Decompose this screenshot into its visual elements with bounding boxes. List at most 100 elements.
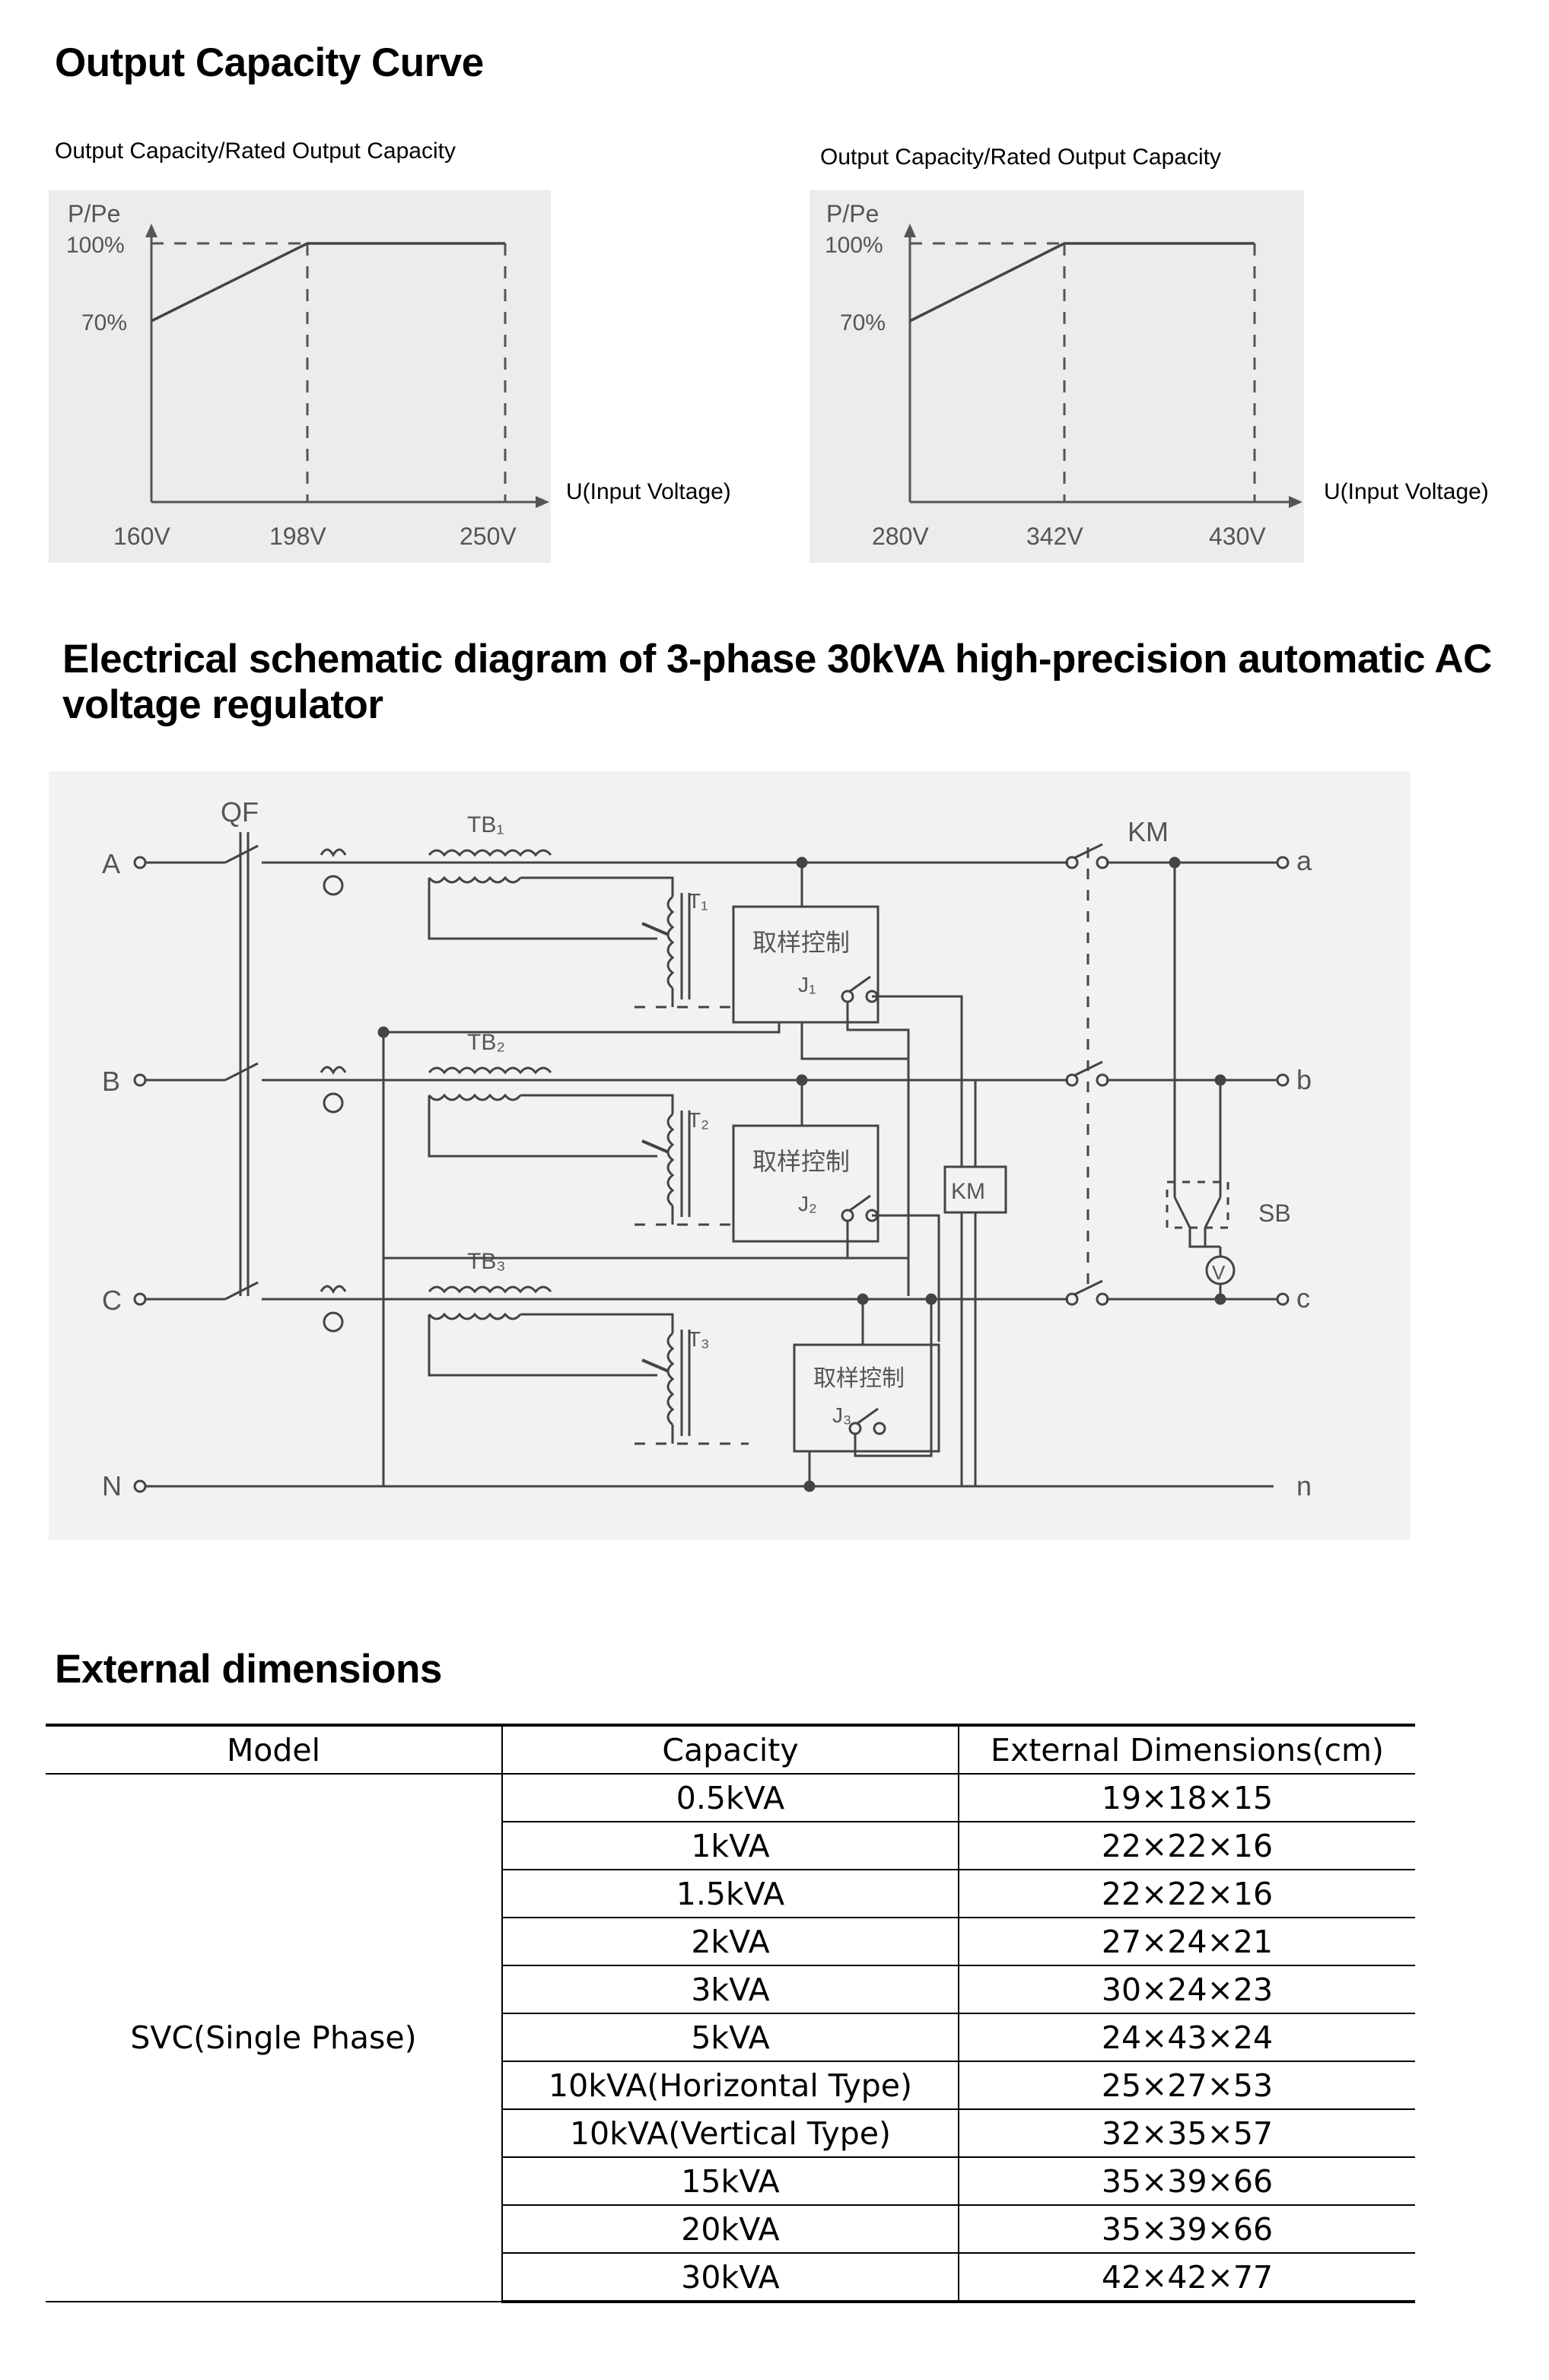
x-tick-label: 198V: [269, 523, 326, 550]
current-transformers: [320, 848, 347, 1333]
output-label-c: c: [1296, 1282, 1310, 1314]
output-label-b: b: [1296, 1064, 1312, 1095]
dimensions-cell: 30×24×23: [958, 1965, 1415, 2014]
dimensions-cell: 25×27×53: [958, 2061, 1415, 2110]
dimensions-cell: 19×18×15: [958, 1773, 1415, 1822]
relay-contacts: [841, 975, 886, 1435]
y-axis-label: P/Pe: [68, 200, 120, 227]
qf-breaker: [224, 832, 259, 1301]
tb2-label: TB₂: [467, 1030, 505, 1055]
external-dimensions-title: External dimensions: [55, 1647, 442, 1692]
input-label-b: B: [102, 1066, 120, 1097]
x-axis-arrow: [1289, 496, 1302, 508]
capacity-cell: 1.5kVA: [502, 1869, 959, 1918]
qf-label: QF: [221, 796, 259, 828]
km-switch-label: KM: [1128, 816, 1169, 847]
capacity-cell: 3kVA: [502, 1965, 959, 2014]
header-dimensions: External Dimensions(cm): [958, 1724, 1415, 1775]
y-axis-arrow: [145, 224, 157, 237]
t2-label: T₂: [688, 1108, 709, 1132]
y-tick-label: 70%: [840, 310, 886, 335]
control-box-1-label: 取样控制: [752, 929, 850, 956]
j3-label: J₃: [832, 1403, 851, 1427]
capacity-cell: 5kVA: [502, 2013, 959, 2062]
dimensions-cell: 22×22×16: [958, 1869, 1415, 1918]
x-tick-label: 280V: [872, 523, 929, 550]
schematic-svg: A B C N a b c n QF KM TB₁ TB₂ TB₃ T₁ T₂ …: [102, 796, 1312, 1501]
capacity-line: [151, 242, 505, 323]
header-model: Model: [46, 1724, 503, 1775]
dimensions-cell: 22×22×16: [958, 1821, 1415, 1870]
dimensions-cell: 24×43×24: [958, 2013, 1415, 2062]
output-capacity-title: Output Capacity Curve: [55, 40, 484, 85]
x-tick-label: 250V: [460, 523, 517, 550]
x-tick-label: 160V: [113, 523, 170, 550]
table-row: 10kVA(Horizontal Type)25×27×53: [46, 2061, 1415, 2110]
x-axis-arrow: [536, 496, 549, 508]
voltmeter-label: V: [1212, 1261, 1226, 1284]
y-axis-label: P/Pe: [826, 200, 879, 227]
capacity-cell: 10kVA(Horizontal Type): [502, 2061, 959, 2110]
dimensions-cell: 42×42×77: [958, 2252, 1415, 2303]
capacity-cell: 1kVA: [502, 1821, 959, 1870]
x-tick-label: 430V: [1209, 523, 1266, 550]
capacity-cell: 15kVA: [502, 2156, 959, 2206]
input-label-a: A: [102, 848, 120, 879]
j2-label: J₂: [798, 1192, 817, 1215]
chart1-caption: Output Capacity/Rated Output Capacity: [55, 138, 456, 164]
tb3-label: TB₃: [467, 1249, 506, 1274]
input-label-n: N: [102, 1470, 122, 1501]
input-label-c: C: [102, 1285, 122, 1316]
km-coil-label: KM: [951, 1179, 985, 1204]
model-cell: SVC(Single Phase): [46, 1773, 503, 2302]
sb-label: SB: [1258, 1200, 1291, 1227]
phase-lines: [133, 856, 1290, 1493]
capacity-line: [909, 242, 1255, 323]
y-axis-arrow: [904, 224, 916, 237]
output-label-n: n: [1296, 1470, 1312, 1501]
dimensions-table: Model Capacity External Dimensions(cm) S…: [46, 1724, 1415, 2303]
capacity-cell: 0.5kVA: [501, 1773, 959, 1822]
t3-label: T₃: [688, 1327, 710, 1351]
table-row: 10kVA(Vertical Type)32×35×57: [46, 2108, 1415, 2158]
y-tick-label: 100%: [66, 233, 125, 258]
control-box-2-label: 取样控制: [752, 1148, 850, 1175]
capacity-cell: 2kVA: [502, 1917, 959, 1966]
dimensions-cell: 32×35×57: [958, 2108, 1415, 2158]
y-tick-label: 100%: [825, 233, 883, 258]
schematic-title-line1: Electrical schematic diagram of 3-phase …: [62, 637, 1492, 682]
chart2-caption: Output Capacity/Rated Output Capacity: [820, 145, 1221, 170]
chart1-x-axis-label: U(Input Voltage): [566, 479, 731, 504]
t-transformers: [635, 893, 749, 1445]
dimensions-cell: 35×39×66: [958, 2204, 1415, 2254]
tb1-label: TB₁: [467, 812, 504, 837]
schematic-diagram: A B C N a b c n QF KM TB₁ TB₂ TB₃ T₁ T₂ …: [49, 771, 1411, 1540]
capacity-cell: 30kVA: [502, 2252, 959, 2303]
j1-label: J₁: [798, 973, 816, 996]
km-contacts: [1065, 843, 1109, 1306]
dimensions-cell: 27×24×21: [958, 1917, 1415, 1966]
table-header-row: Model Capacity External Dimensions(cm): [46, 1724, 1415, 1775]
tb-windings: [428, 849, 674, 1377]
t1-label: T₁: [688, 889, 708, 913]
chart2-x-axis-label: U(Input Voltage): [1324, 479, 1489, 504]
km-coil: [943, 1165, 1007, 1214]
control-box-3-label: 取样控制: [813, 1366, 905, 1391]
control-wiring: [377, 856, 963, 1492]
sb-selector: V: [1166, 856, 1236, 1305]
output-label-a: a: [1296, 845, 1312, 876]
capacity-cell: 20kVA: [502, 2204, 959, 2254]
dimensions-cell: 35×39×66: [958, 2156, 1415, 2206]
